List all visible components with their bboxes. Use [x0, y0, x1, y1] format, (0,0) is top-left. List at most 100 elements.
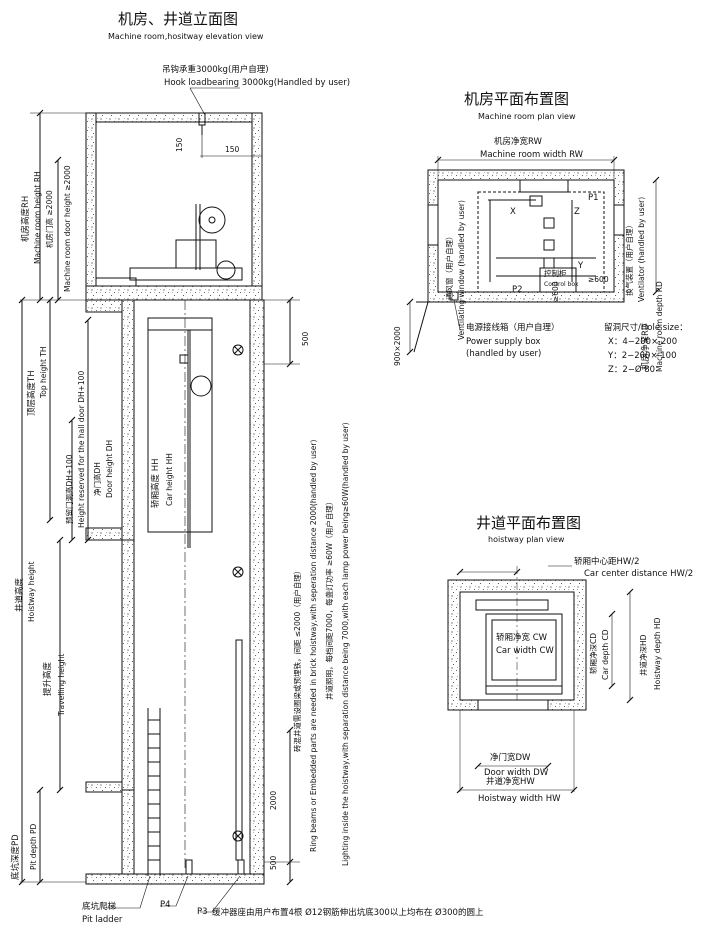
- car-upper-slot: [179, 354, 189, 364]
- pit-ladder-zh: 底坑爬梯: [82, 902, 117, 912]
- car-center-zh: 轿厢中心距HW/2: [574, 557, 640, 567]
- dim-150-vertical: 150: [175, 137, 184, 152]
- hw-left-wall-lower: [121, 539, 135, 791]
- mr-width-zh: 机房净宽RW: [494, 137, 542, 147]
- ventilator-zh: 换气装置（用户自理）: [625, 221, 634, 296]
- hw-plan-title: 井道平面布置图: [476, 514, 582, 532]
- pit-ladder-en: Pit ladder: [82, 915, 123, 925]
- hw-width-en: Hoistway width HW: [478, 794, 561, 804]
- hole-z-label: Z: [574, 207, 580, 217]
- hole-x-1: [529, 195, 543, 207]
- p1-label: P1: [588, 193, 599, 203]
- hole-size-title: 留洞尺寸/Hole size：: [604, 323, 688, 333]
- hole-size-z: Z：2−Ø 80: [608, 365, 656, 375]
- hook-label-zh: 吊钩承重3000kg(用户自理): [162, 65, 269, 75]
- dim-500-bottom: 500: [269, 855, 278, 870]
- hw-left-wall-upper: [121, 299, 135, 541]
- ge600-right: ≥600: [588, 275, 609, 284]
- car-height-zh: 轿厢高度 HH: [151, 458, 161, 509]
- traction-sheave: [198, 206, 226, 234]
- mr-door-en: Machine room door height ≥2000: [63, 165, 72, 292]
- car-center-en: Car center distance HW/2: [584, 569, 694, 579]
- elevation-title: 机房、井道立面图: [118, 10, 239, 28]
- hole-size-x: X：4−200× 200: [608, 337, 678, 347]
- car-width-en: Car width CW: [496, 646, 554, 656]
- dim-150-horizontal: 150: [225, 145, 240, 154]
- ring-beam-zh: 砖混井道需设圈梁或预埋铁，间距 ≤2000（用户自理）: [293, 566, 302, 752]
- car-top: [147, 317, 213, 331]
- travel-height-zh: 提升高度: [43, 661, 53, 696]
- car-door-plan: [485, 685, 563, 695]
- hoistway-height-zh: 井道高度: [15, 577, 25, 612]
- lighting-en: Lighting inside the hoistway,with separa…: [341, 422, 350, 866]
- mr-door: [413, 301, 429, 353]
- hoistway-lamp-1: [232, 344, 244, 356]
- mr-left-wall: [85, 112, 97, 301]
- elevation-view: [18, 87, 300, 913]
- mr-plan-machine: [519, 179, 569, 193]
- machine-base: [129, 267, 243, 281]
- pit-ladder: [147, 708, 161, 876]
- door-height-en: Door height DH: [105, 439, 114, 498]
- p2-label: P2: [512, 285, 523, 295]
- hall-door-zh: 预留门洞高DH+100: [65, 454, 74, 524]
- dim-2000: 2000: [269, 790, 278, 810]
- mr-width-en: Machine room width RW: [480, 150, 584, 160]
- door-height-zh: 净门高DH: [93, 462, 102, 496]
- mr-door-size: 900×2000: [393, 326, 402, 366]
- mr-floor-slab: [85, 285, 263, 301]
- mr-plan-inner: [437, 179, 615, 293]
- car-height-en: Car height HH: [165, 453, 174, 506]
- buffer-left: [185, 859, 193, 875]
- control-box: [539, 267, 577, 293]
- dim-500-top: 500: [301, 331, 310, 346]
- counterweight-plan: [475, 599, 549, 611]
- ring-beam-en: Ring beams or Embedded parts are needed …: [309, 439, 318, 852]
- pit-left-wall: [121, 789, 135, 875]
- mr-height-en: Machine room height RH: [33, 171, 42, 264]
- control-box-zh: 控制柜: [544, 269, 567, 278]
- landing-door-plan: [477, 699, 549, 711]
- p3-label: P3: [197, 907, 208, 917]
- mr-plan-title: 机房平面布置图: [464, 90, 570, 108]
- machine-room-plan-view: [406, 156, 660, 356]
- p4-label: P4: [160, 900, 171, 910]
- hall-door-en: Height reserved for the hall door DH+100: [77, 370, 86, 528]
- power-box-en-1: Power supply box: [466, 337, 541, 347]
- control-cabinet: [216, 260, 236, 280]
- landing-slab-mid: [85, 527, 123, 541]
- hole-size-y: Y：2−200× 100: [608, 351, 677, 361]
- guide-rail-lower: [235, 639, 243, 861]
- power-box-en-2: (handled by user): [466, 349, 542, 359]
- mr-plan-subtitle: Machine room plan view: [478, 112, 576, 121]
- pit-depth-en: Pit depth PD: [29, 823, 38, 870]
- ventilator: [613, 204, 625, 236]
- control-box-en: Control box: [544, 281, 579, 288]
- ge600-bottom: ≥600: [551, 281, 560, 302]
- mr-right-wall: [251, 112, 263, 301]
- hw-depth-en: Hoistway depth HD: [653, 617, 662, 690]
- hook-label-en: Hook loadbearing 3000kg(Handled by user): [164, 78, 351, 88]
- mr-door-zh: 机房门高 ≥2000: [45, 190, 54, 248]
- buffer-right: [237, 859, 245, 875]
- hw-right-wall: [249, 299, 265, 883]
- elevation-subtitle: Machine room,hositway elevation view: [108, 32, 264, 41]
- lighting-zh: 井道照明，每档间距7000，每盏灯功率 ≥60W（用户自理）: [325, 497, 334, 700]
- hole-y-label: Y: [578, 261, 584, 271]
- hoistway-lamp-2: [232, 566, 244, 578]
- hole-x-label: X: [510, 207, 516, 217]
- car-width-zh: 轿厢净宽 CW: [496, 633, 548, 643]
- hole-x-2: [543, 217, 555, 229]
- mr-roof-slab: [85, 112, 263, 123]
- buffer-note: 缓冲器座由用户布置4根 Ø12钢筋伸出坑底300以上均布在 Ø300的圆上: [212, 908, 484, 918]
- hw-depth-zh: 井道净深HD: [639, 634, 648, 676]
- hole-x-3: [543, 239, 555, 251]
- travel-height-en: Travelling height: [57, 653, 66, 716]
- mr-height-zh: 机房高度RH: [21, 195, 31, 242]
- mr-floor-inner: [95, 277, 137, 287]
- ventilator-en: Ventilator (handled by user): [637, 196, 646, 302]
- landing-slab-bottom: [85, 781, 123, 793]
- hw-width-zh: 井道净宽HW: [486, 777, 535, 787]
